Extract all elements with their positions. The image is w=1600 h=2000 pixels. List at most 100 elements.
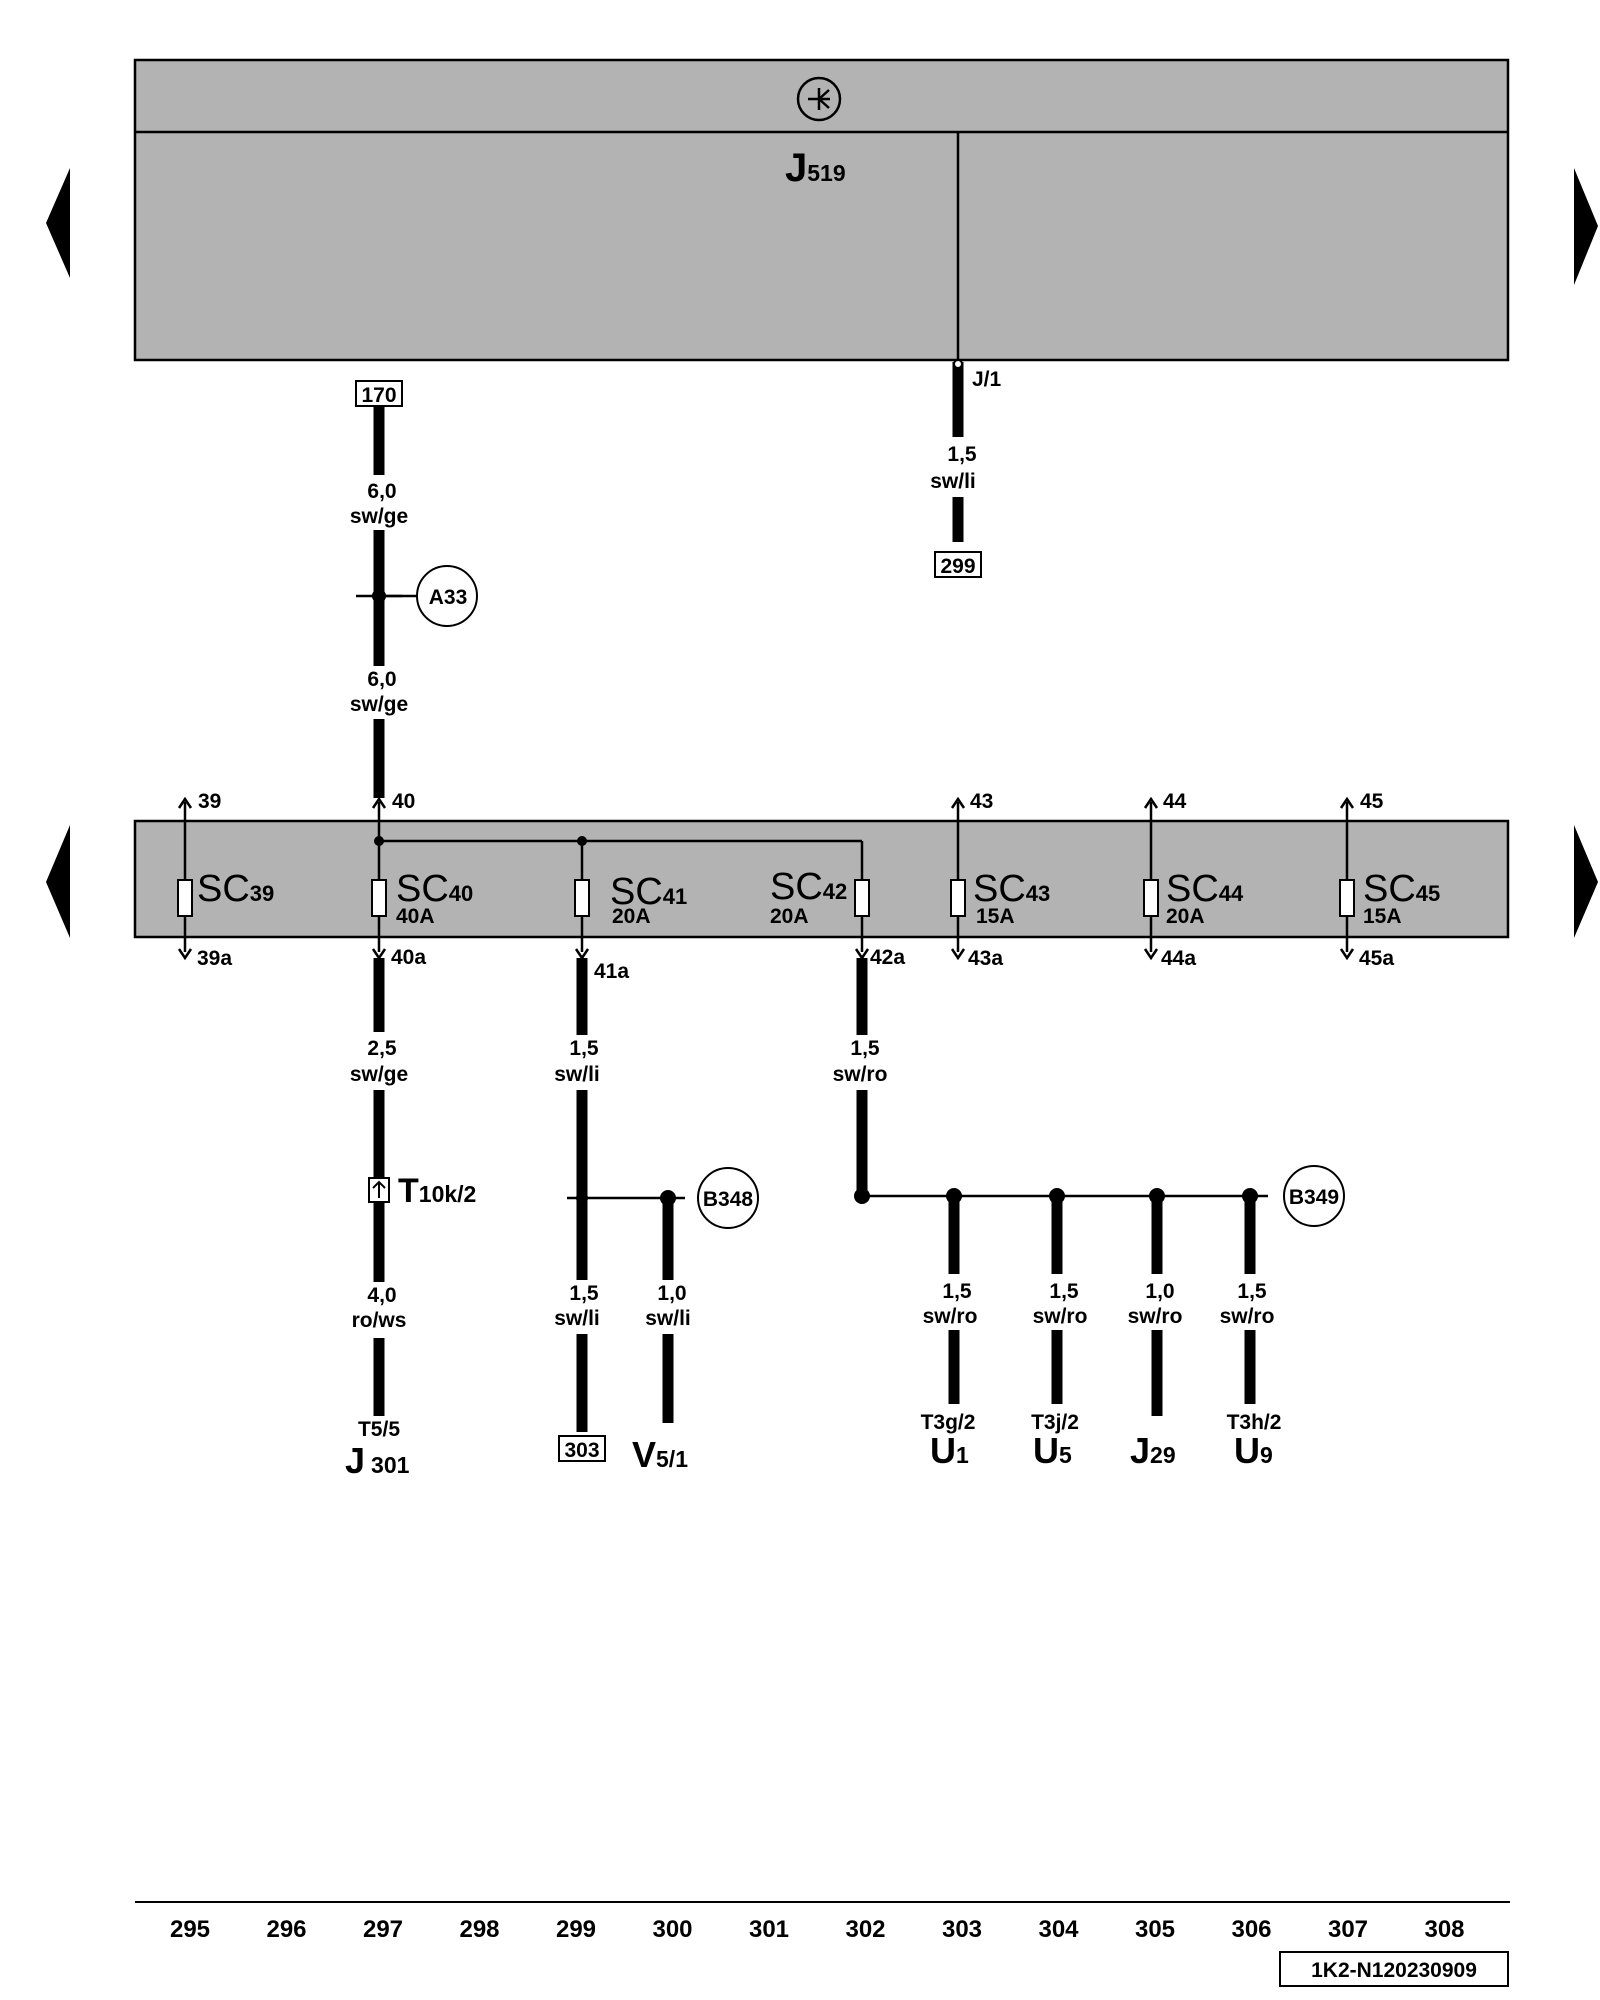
terminal-45: 45 [1339, 790, 1384, 880]
wire-40a-size: 2,5 [367, 1037, 397, 1060]
svg-text:SC45: SC45 [1363, 868, 1440, 910]
pin-t3j-2: T3j/2 [1031, 1411, 1079, 1434]
svg-text:SC41: SC41 [610, 871, 687, 913]
pin-t5-5: T5/5 [358, 1418, 400, 1441]
axis-number: 303 [942, 1916, 982, 1943]
connection-a33: A33 [416, 565, 478, 627]
svg-text:T10k/2: T10k/2 [398, 1172, 476, 1210]
axis-number: 298 [459, 1916, 499, 1943]
component-v5-1: V5/1 [632, 1434, 688, 1475]
svg-text:170: 170 [361, 384, 396, 407]
wire-u9-color: sw/ro [1220, 1305, 1275, 1328]
fuse-sc40[interactable]: SC40 40A [371, 868, 473, 952]
svg-text:1K2-N120230909: 1K2-N120230909 [1311, 1959, 1477, 1982]
control-unit-label: J519 [785, 146, 846, 190]
fuse-sc43[interactable]: SC43 15A [950, 868, 1050, 952]
pin-j1-label: J/1 [972, 368, 1002, 391]
wire-170-color: sw/ge [350, 505, 408, 528]
component-j29: J29 [1130, 1430, 1176, 1471]
svg-text:303: 303 [564, 1439, 599, 1462]
ref-299-box[interactable]: 299 [934, 551, 982, 578]
wire-t10k-size: 4,0 [367, 1284, 396, 1307]
svg-text:SC44: SC44 [1166, 868, 1244, 910]
axis-number: 301 [749, 1916, 789, 1943]
wire-v5-color: sw/li [645, 1307, 691, 1330]
component-u5: U5 [1033, 1430, 1072, 1471]
svg-text:44a: 44a [1161, 947, 1196, 970]
wire-u1-size: 1,5 [942, 1280, 972, 1303]
connector-t10k: T10k/2 [368, 1172, 476, 1210]
wire-303-size: 1,5 [569, 1282, 599, 1305]
output-43a: 43a [950, 947, 1003, 970]
svg-text:20A: 20A [1166, 905, 1205, 928]
svg-text:43a: 43a [968, 947, 1003, 970]
svg-text:B348: B348 [703, 1188, 754, 1211]
wire-41a-color: sw/li [554, 1063, 600, 1086]
wire-a33-size: 6,0 [367, 668, 396, 691]
wire-42a-size: 1,5 [850, 1037, 880, 1060]
wire-40a-color: sw/ge [350, 1063, 408, 1086]
axis-number: 305 [1135, 1916, 1175, 1943]
pin-t3h-2: T3h/2 [1227, 1411, 1282, 1434]
wire-v5-size: 1,0 [657, 1282, 686, 1305]
fuse-sc39[interactable]: SC39 [177, 868, 274, 952]
terminal-43: 43 [950, 790, 993, 880]
axis-number: 307 [1328, 1916, 1368, 1943]
svg-text:SC40: SC40 [396, 868, 473, 910]
svg-text:299: 299 [940, 555, 975, 578]
wire-a33-color: sw/ge [350, 693, 408, 716]
fuse-sc41[interactable]: SC41 20A [574, 871, 687, 952]
axis-number: 300 [652, 1916, 692, 1943]
wire-41a-size: 1,5 [569, 1037, 599, 1060]
wire-u5-size: 1,5 [1049, 1280, 1079, 1303]
connection-b349: B349 [1283, 1165, 1345, 1227]
svg-text:SC39: SC39 [197, 868, 274, 910]
svg-text:15A: 15A [1363, 905, 1402, 928]
drawing-code-box: 1K2-N120230909 [1279, 1951, 1509, 1987]
control-unit-j519: J519 [133, 58, 1510, 362]
fuse-sc42[interactable]: SC42 20A [770, 866, 870, 952]
fuse-sc45[interactable]: SC45 15A [1339, 868, 1440, 952]
terminal-40: 40 [371, 790, 415, 880]
nav-prev-bottom-arrow[interactable] [46, 825, 70, 938]
wire-j29-color: sw/ro [1128, 1305, 1183, 1328]
component-u1: U1 [930, 1430, 969, 1471]
svg-text:45a: 45a [1359, 947, 1394, 970]
fuse-holder-sc [133, 819, 1510, 939]
ref-170-box[interactable]: 170 [355, 380, 403, 407]
svg-text:40A: 40A [396, 905, 435, 928]
wire-j29-size: 1,0 [1145, 1280, 1174, 1303]
svg-text:SC42: SC42 [770, 866, 847, 908]
wire-u5-color: sw/ro [1033, 1305, 1088, 1328]
output-39a: 39a [177, 947, 232, 970]
axis-number: 299 [556, 1916, 596, 1943]
axis-number: 296 [266, 1916, 306, 1943]
nav-prev-top-arrow[interactable] [46, 168, 70, 278]
svg-text:SC43: SC43 [973, 868, 1050, 910]
axis-number: 295 [170, 1916, 210, 1943]
wire-j1-color: sw/li [930, 470, 976, 493]
svg-text:45: 45 [1360, 790, 1384, 813]
pin-t3g-2: T3g/2 [921, 1411, 976, 1434]
svg-text:39: 39 [198, 790, 221, 813]
svg-text:A33: A33 [429, 586, 468, 609]
svg-text:42a: 42a [870, 946, 905, 969]
svg-text:20A: 20A [612, 905, 651, 928]
output-45a: 45a [1339, 947, 1394, 970]
fuse-sc44[interactable]: SC44 20A [1143, 868, 1244, 952]
ref-303-box[interactable]: 303 [558, 1435, 606, 1462]
svg-text:40: 40 [392, 790, 415, 813]
svg-text:39a: 39a [197, 947, 232, 970]
svg-text:20A: 20A [770, 905, 809, 928]
nav-next-bottom-arrow[interactable] [1574, 825, 1598, 938]
svg-text:15A: 15A [976, 905, 1015, 928]
wire-42a-color: sw/ro [833, 1063, 888, 1086]
nav-next-top-arrow[interactable] [1574, 168, 1598, 285]
electronics-symbol-icon [796, 76, 842, 122]
axis-number: 306 [1231, 1916, 1271, 1943]
svg-text:40a: 40a [391, 946, 426, 969]
svg-text:B349: B349 [1289, 1186, 1339, 1209]
